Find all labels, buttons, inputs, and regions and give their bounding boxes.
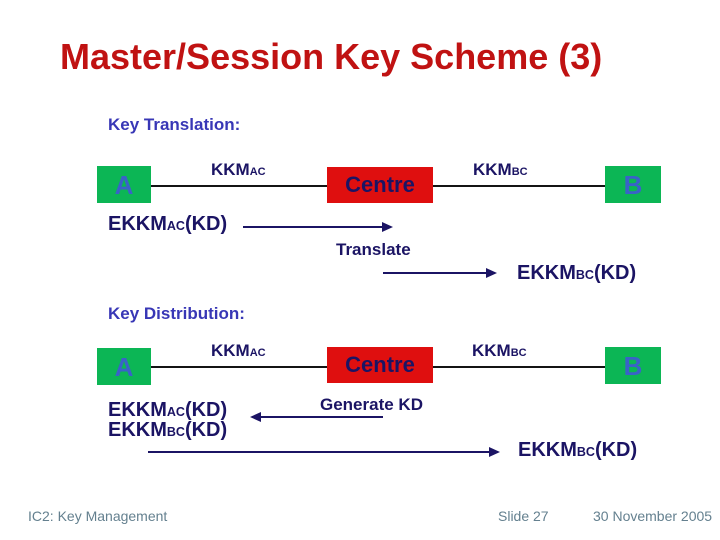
node-b-distribution: B: [605, 347, 661, 384]
translation-heading: Key Translation:: [108, 115, 241, 134]
node-a-distribution: A: [97, 348, 151, 385]
arrow-generate-kd: [250, 412, 383, 422]
label-ekkm-bc-translation: EKKMBC(KD): [517, 262, 637, 284]
connector-centre-b-distribution: [433, 366, 605, 368]
slide-title: Master/Session Key Scheme (3): [60, 36, 603, 77]
connector-centre-b-translation: [433, 185, 605, 187]
node-centre-distribution: Centre: [327, 347, 433, 383]
footer-course-label: IC2: Key Management: [28, 508, 168, 524]
footer-slide-number: Slide 27: [498, 508, 549, 524]
node-b-label: B: [623, 169, 643, 200]
node-b-label: B: [623, 350, 643, 381]
node-centre-label: Centre: [345, 352, 415, 377]
label-ekkm-ac-distribution: EKKMAC(KD): [108, 399, 228, 421]
node-b-translation: B: [605, 166, 661, 203]
arrow-ekkm-bc-distribution: [148, 447, 500, 457]
label-generate-kd: Generate KD: [320, 395, 423, 414]
footer-date: 30 November 2005: [593, 508, 713, 524]
label-kkm-bc-translation: KKMBC: [473, 160, 528, 179]
label-ekkm-bc-distribution-left: EKKMBC(KD): [108, 419, 228, 441]
node-a-label: A: [114, 351, 134, 382]
label-ekkm-ac-translation: EKKMAC(KD): [108, 213, 228, 235]
label-translate: Translate: [336, 240, 411, 259]
node-centre-label: Centre: [345, 172, 415, 197]
label-ekkm-bc-distribution-right: EKKMBC(KD): [518, 439, 638, 461]
label-kkm-ac-translation: KKMAC: [211, 160, 266, 179]
node-centre-translation: Centre: [327, 167, 433, 203]
node-a-label: A: [114, 169, 134, 200]
node-a-translation: A: [97, 166, 151, 203]
arrow-translate: [383, 268, 497, 278]
connector-a-centre-distribution: [151, 366, 327, 368]
connector-a-centre-translation: [151, 185, 327, 187]
arrow-ekkm-ac-translation: [243, 222, 393, 232]
label-kkm-bc-distribution: KKMBC: [472, 341, 527, 360]
label-kkm-ac-distribution: KKMAC: [211, 341, 266, 360]
distribution-heading: Key Distribution:: [108, 304, 245, 323]
